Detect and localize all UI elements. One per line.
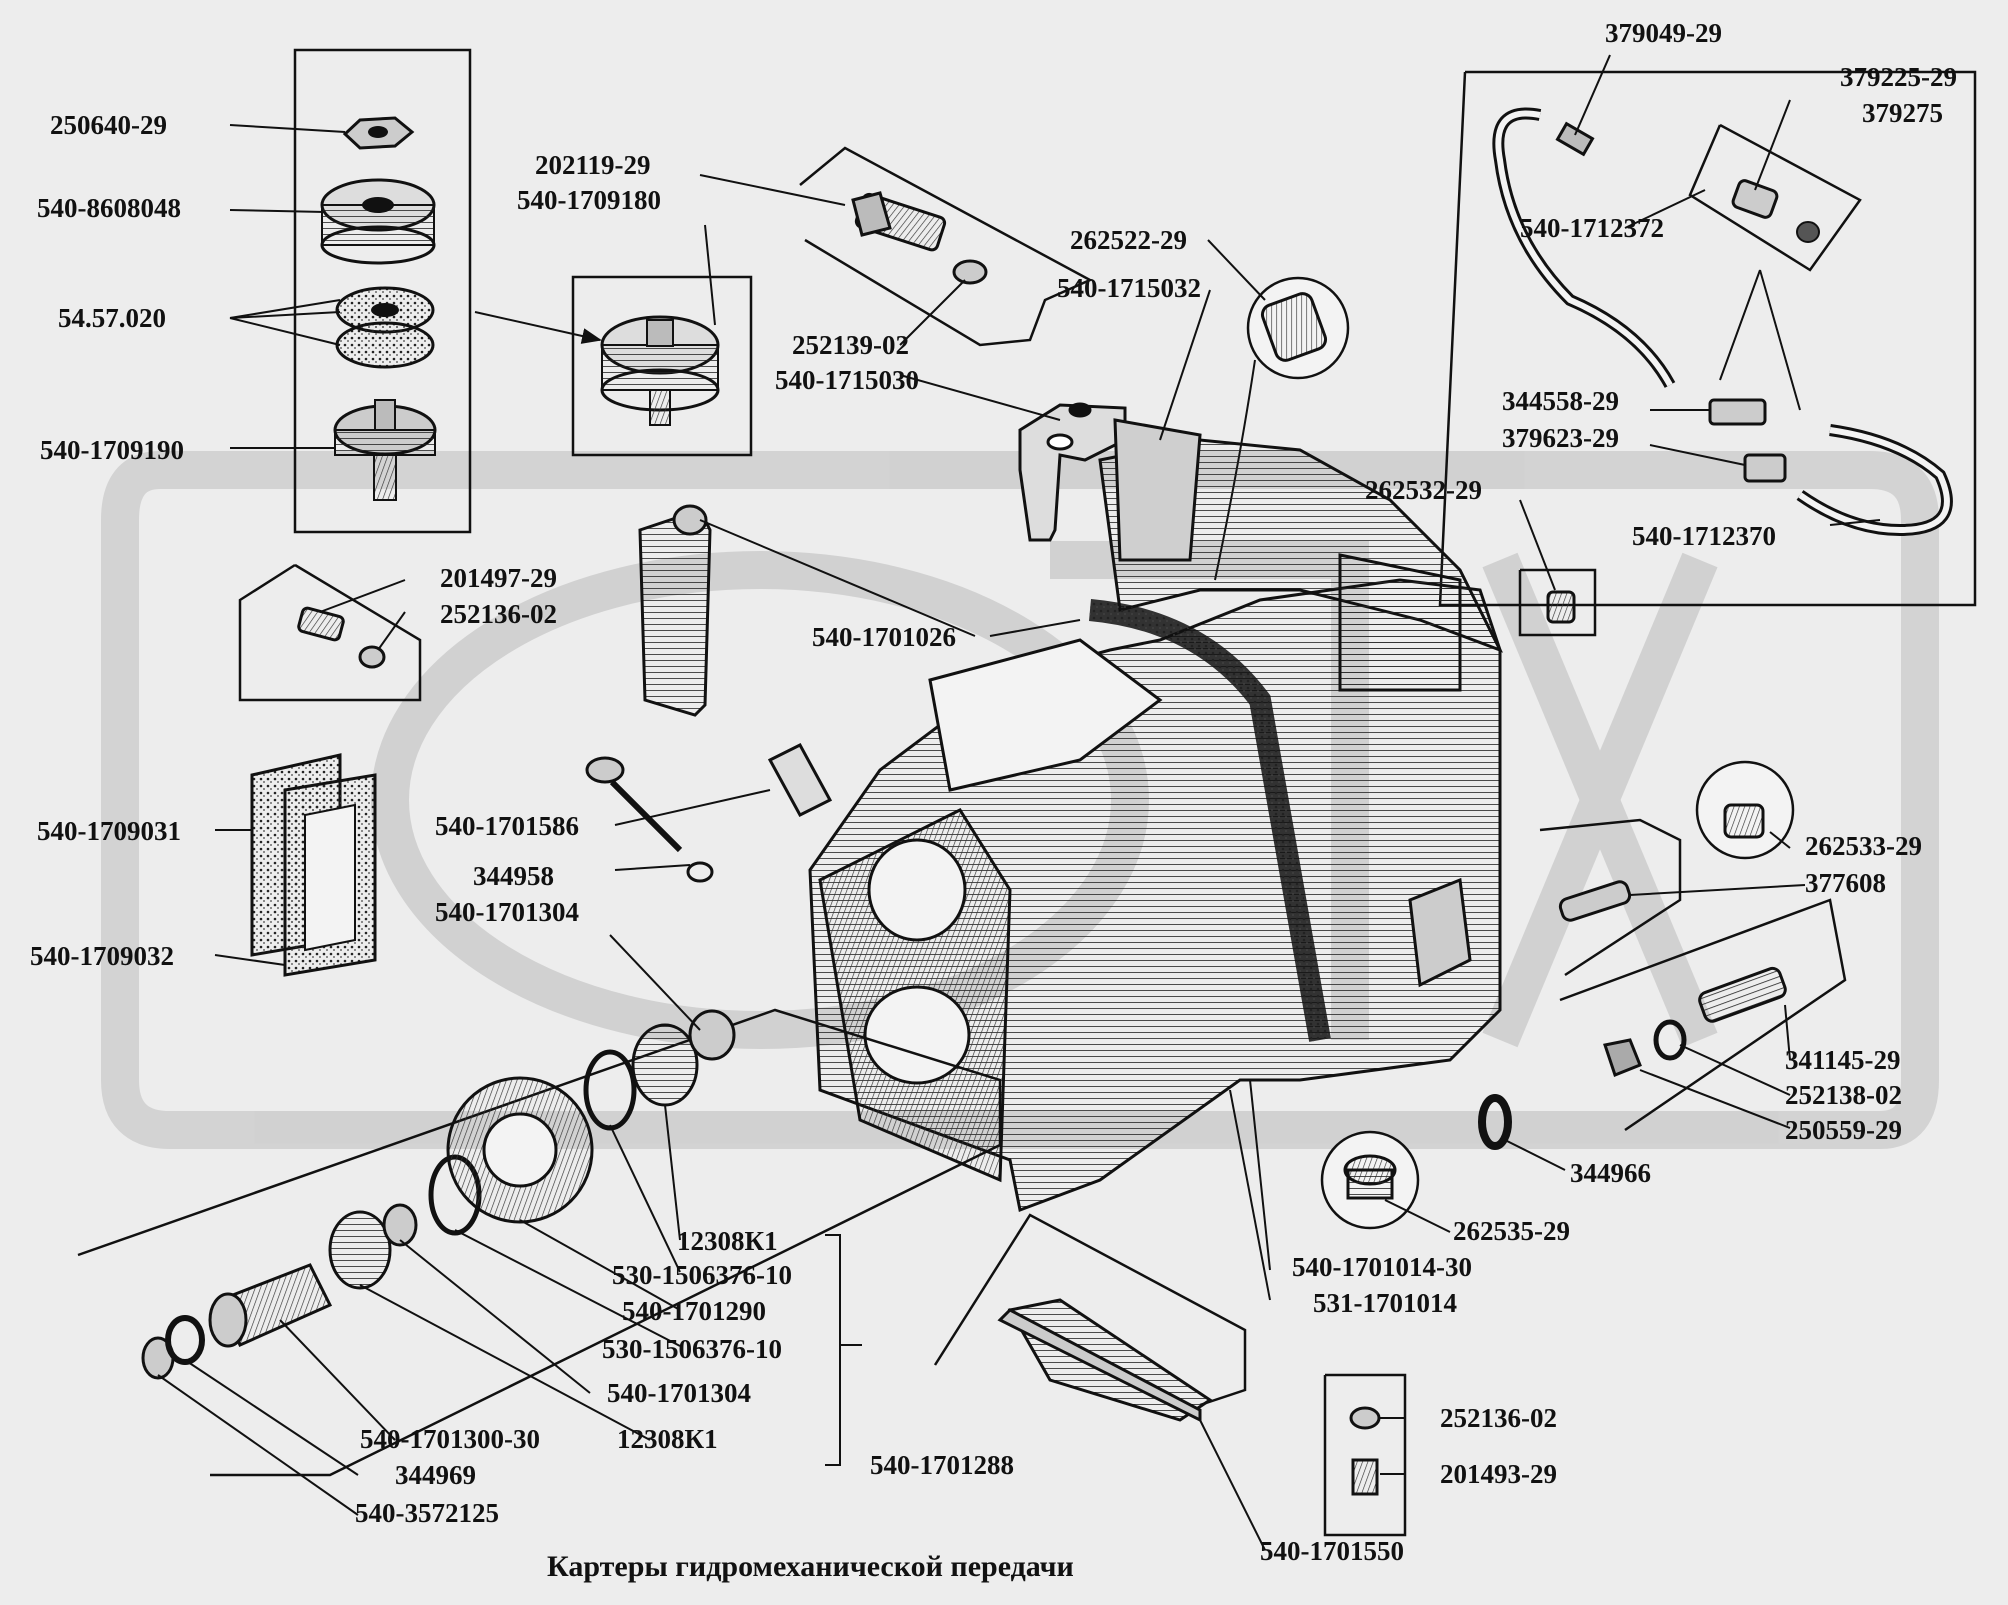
- label-540-1712370: 540-1712370: [1632, 521, 1776, 551]
- label-344958: 344958: [473, 861, 554, 891]
- label-344966: 344966: [1570, 1158, 1651, 1188]
- label-379225-29: 379225-29: [1840, 62, 1957, 92]
- label-530-1506376-10-b: 530-1506376-10: [602, 1334, 782, 1364]
- gearbox-housing: [808, 418, 1504, 1213]
- label-540-1709032: 540-1709032: [30, 941, 174, 971]
- label-252139-02: 252139-02: [792, 330, 909, 360]
- label-377608: 377608: [1805, 868, 1886, 898]
- label-531-1701014: 531-1701014: [1313, 1288, 1457, 1318]
- label-201493-29: 201493-29: [1440, 1459, 1557, 1489]
- label-540-1701026: 540-1701026: [812, 622, 956, 652]
- label-540-1701300-30: 540-1701300-30: [360, 1424, 540, 1454]
- label-540-1701304-a: 540-1701304: [435, 897, 579, 927]
- label-250640-29: 250640-29: [50, 110, 167, 140]
- label-540-1701290: 540-1701290: [622, 1296, 766, 1326]
- label-344558-29: 344558-29: [1502, 386, 1619, 416]
- cover-plate-group: [238, 563, 422, 977]
- label-262532-29: 262532-29: [1365, 475, 1482, 505]
- label-379049-29: 379049-29: [1605, 18, 1722, 48]
- label-341145-29: 341145-29: [1785, 1045, 1901, 1075]
- label-262522-29: 262522-29: [1070, 225, 1187, 255]
- label-201497-29: 201497-29: [440, 563, 557, 593]
- dipstick: [585, 743, 833, 883]
- plug-262532: [1518, 568, 1597, 637]
- pipe-group: [1438, 70, 1977, 607]
- label-540-1701288: 540-1701288: [870, 1450, 1014, 1480]
- label-12308k1-a: 12308К1: [677, 1226, 778, 1256]
- label-540-1715030: 540-1715030: [775, 365, 919, 395]
- filler-cap-group: [293, 48, 472, 534]
- label-379623-29: 379623-29: [1502, 423, 1619, 453]
- label-252136-02-a: 252136-02: [440, 599, 557, 629]
- label-202119-29: 202119-29: [535, 150, 651, 180]
- label-540-1715032: 540-1715032: [1057, 273, 1201, 303]
- label-540-3572125: 540-3572125: [355, 1498, 499, 1528]
- label-540-1701014-30: 540-1701014-30: [1292, 1252, 1472, 1282]
- diagram-caption: Картеры гидромеханической передачи: [547, 1550, 1074, 1583]
- label-540-1701586: 540-1701586: [435, 811, 579, 841]
- label-530-1506376-10-a: 530-1506376-10: [612, 1260, 792, 1290]
- bracket: [1018, 402, 1127, 542]
- label-250559-29: 250559-29: [1785, 1115, 1902, 1145]
- label-252136-02-b: 252136-02: [1440, 1403, 1557, 1433]
- leader-lines: [157, 54, 1881, 1551]
- label-252138-02: 252138-02: [1785, 1080, 1902, 1110]
- label-344969: 344969: [395, 1460, 476, 1490]
- label-540-1712372: 540-1712372: [1520, 213, 1664, 243]
- label-540-8608048: 540-8608048: [37, 193, 181, 223]
- label-540-1709190: 540-1709190: [40, 435, 184, 465]
- label-262533-29: 262533-29: [1805, 831, 1922, 861]
- shaft-assembly: [77, 1008, 1002, 1477]
- label-379275: 379275: [1862, 98, 1943, 128]
- label-540-1701550: 540-1701550: [1260, 1536, 1404, 1566]
- label-540-1709180: 540-1709180: [517, 185, 661, 215]
- label-12308k1-b: 12308К1: [617, 1424, 718, 1454]
- label-540-1701304-b: 540-1701304: [607, 1378, 751, 1408]
- label-540-1709031: 540-1709031: [37, 816, 181, 846]
- label-262535-29: 262535-29: [1453, 1216, 1570, 1246]
- breather-cap-group: [571, 275, 753, 457]
- plug-detail-circle: [1214, 276, 1350, 581]
- label-54-57-020: 54.57.020: [58, 303, 166, 333]
- bolt-group-top: [799, 146, 1093, 347]
- side-cover: [638, 504, 712, 717]
